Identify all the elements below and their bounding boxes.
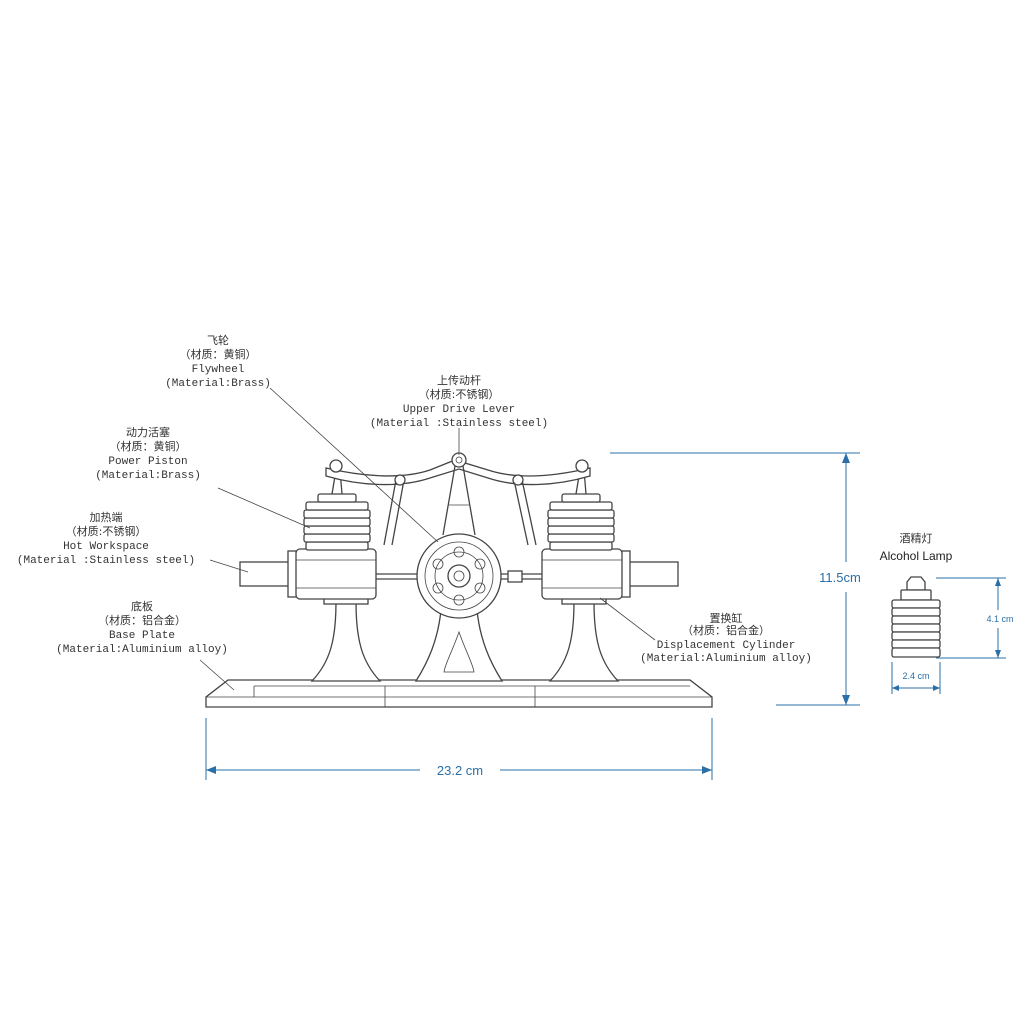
callout-displacement-cylinder: 置换缸 （材质：铝合金） Displacement Cylinder (Mate… — [640, 611, 812, 665]
flywheel-material-cn: （材质：黄铜） — [180, 347, 257, 361]
right-cooling-fins — [547, 493, 615, 551]
displacement-cylinder-material-cn: （材质：铝合金） — [682, 623, 770, 637]
hot-workspace-material-cn: （材质:不锈钢） — [66, 524, 147, 538]
power-piston-label-en: Power Piston — [108, 456, 187, 468]
leader-lines — [199, 387, 656, 691]
callout-base-plate: 底板 （材质：铝合金） Base Plate (Material:Alumini… — [56, 599, 228, 656]
height-dimension: 11.5cm — [610, 452, 861, 706]
hot-workspace-label-cn: 加热端 — [90, 511, 123, 524]
hot-workspace-material-en: (Material :Stainless steel) — [17, 555, 195, 567]
base-plate-label-cn: 底板 — [131, 599, 153, 613]
displacement-cylinder-label-cn: 置换缸 — [710, 611, 743, 625]
left-cooling-fins — [303, 493, 371, 551]
base-plate-material-cn: （材质：铝合金） — [98, 613, 186, 627]
callout-power-piston: 动力活塞 （材质：黄铜） Power Piston (Material:Bras… — [95, 425, 201, 482]
base-plate-label-en: Base Plate — [109, 630, 175, 642]
alcohol-lamp-label-en: Alcohol Lamp — [880, 549, 953, 563]
upper-drive-lever-label-cn: 上传动杆 — [437, 373, 481, 387]
alcohol-lamp: 酒精灯 Alcohol Lamp 4.1 cm 2.4 cm — [880, 532, 1014, 694]
height-dimension-label: 11.5cm — [819, 570, 861, 585]
upper-drive-lever-material-cn: （材质:不锈钢） — [419, 387, 500, 401]
flywheel — [416, 533, 502, 619]
left-cylinder — [239, 469, 377, 600]
power-piston-label-cn: 动力活塞 — [126, 425, 170, 439]
width-dimension: 23.2 cm — [205, 718, 713, 780]
callout-flywheel: 飞轮 （材质：黄铜） Flywheel (Material:Brass) — [165, 333, 271, 390]
center-stand — [414, 609, 504, 682]
lamp-width-label: 2.4 cm — [902, 671, 929, 681]
width-dimension-label: 23.2 cm — [437, 763, 483, 778]
alcohol-lamp-drawing — [891, 576, 941, 658]
flywheel-label-en: Flywheel — [192, 364, 245, 376]
right-cylinder — [541, 469, 679, 600]
flywheel-material-en: (Material:Brass) — [165, 378, 271, 390]
lamp-height-label: 4.1 cm — [986, 614, 1013, 624]
upper-drive-lever-material-en: (Material :Stainless steel) — [370, 418, 548, 430]
callout-hot-workspace: 加热端 （材质:不锈钢） Hot Workspace (Material :St… — [17, 511, 195, 567]
displacement-cylinder-label-en: Displacement Cylinder — [657, 640, 796, 652]
flywheel-label-cn: 飞轮 — [207, 333, 229, 347]
displacement-cylinder-material-en: (Material:Aluminium alloy) — [640, 653, 812, 665]
upper-drive-lever — [325, 452, 591, 546]
upper-drive-lever-label-en: Upper Drive Lever — [403, 404, 515, 416]
callout-upper-drive-lever: 上传动杆 （材质:不锈钢） Upper Drive Lever (Materia… — [370, 373, 548, 430]
right-stand — [548, 591, 620, 682]
power-piston-material-en: (Material:Brass) — [95, 470, 201, 482]
base-plate — [205, 679, 713, 708]
alcohol-lamp-label-cn: 酒精灯 — [900, 532, 933, 545]
left-stand — [310, 591, 382, 682]
hot-workspace-label-en: Hot Workspace — [63, 541, 149, 553]
stirling-engine-drawing — [205, 452, 713, 708]
power-piston-material-cn: （材质：黄铜） — [110, 439, 187, 453]
base-plate-material-en: (Material:Aluminium alloy) — [56, 644, 228, 656]
